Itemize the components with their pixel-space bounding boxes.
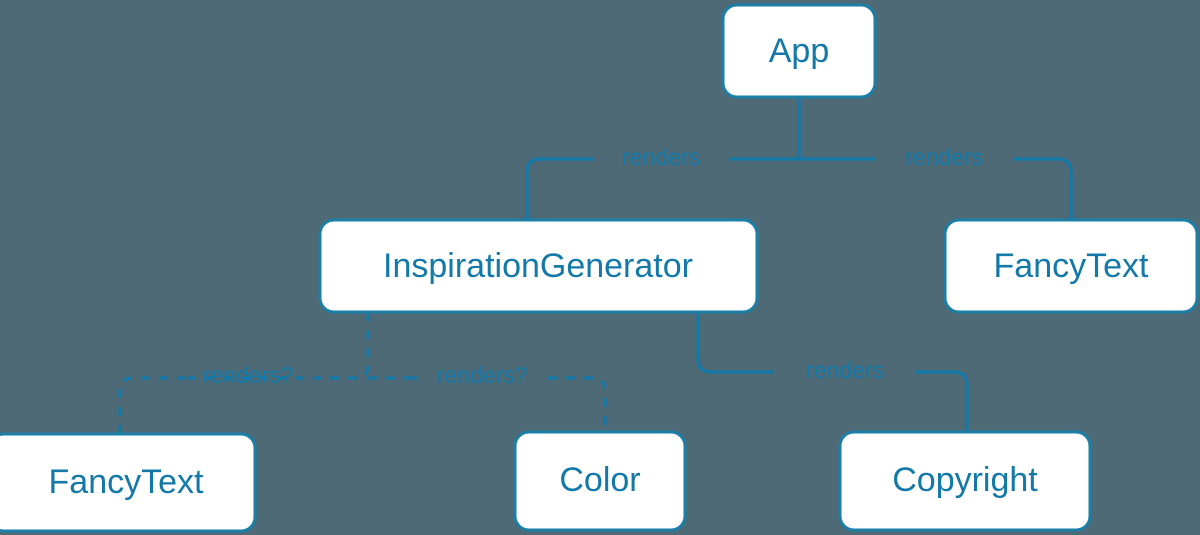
node-fancytext-right[interactable]: FancyText [943,218,1199,314]
node-fancytext-bottom[interactable]: FancyText [0,432,257,533]
node-fancytext-bottom-label: FancyText [49,463,204,501]
edges-layer [118,97,1073,434]
edge-label-inspirationgenerator-to-fancytext: renders? [203,362,294,388]
node-inspirationgenerator[interactable]: InspirationGenerator [318,218,759,314]
node-fancytext-right-label: FancyText [994,247,1149,285]
node-copyright-label: Copyright [892,461,1038,499]
edge-inspirationgenerator-dashed-stem [322,312,370,380]
node-inspirationgenerator-box[interactable] [318,218,759,314]
node-color[interactable]: Color [513,430,687,532]
node-copyright[interactable]: Copyright [838,430,1092,532]
nodes-layer: App InspirationGenerator FancyText Fancy… [0,3,1199,533]
edge-app-to-fancytext [799,157,1073,220]
node-app-box[interactable] [721,3,877,99]
node-fancytext-bottom-box[interactable] [0,432,257,533]
node-inspirationgenerator-label: InspirationGenerator [383,247,693,285]
node-color-box[interactable] [513,430,687,532]
node-copyright-box[interactable] [838,430,1092,532]
edge-app-to-inspirationgenerator [525,157,799,220]
edge-label-app-to-inspirationgenerator: renders [622,144,700,170]
node-fancytext-right-box[interactable] [943,218,1199,314]
edge-inspirationgenerator-to-fancytext [118,376,322,434]
edge-label-inspirationgenerator-to-copyright: renders [806,357,884,383]
edge-inspirationgenerator-to-color [413,376,607,432]
edge-labels-layer: renders renders renders? renders? render… [203,144,983,388]
node-color-label: Color [559,461,640,499]
edge-label-app-to-fancytext: renders [905,144,983,170]
edge-inspirationgenerator-to-copyright [696,312,969,432]
node-app[interactable]: App [721,3,877,99]
edge-label-inspirationgenerator-to-color: renders? [437,362,528,388]
node-app-label: App [769,32,830,70]
